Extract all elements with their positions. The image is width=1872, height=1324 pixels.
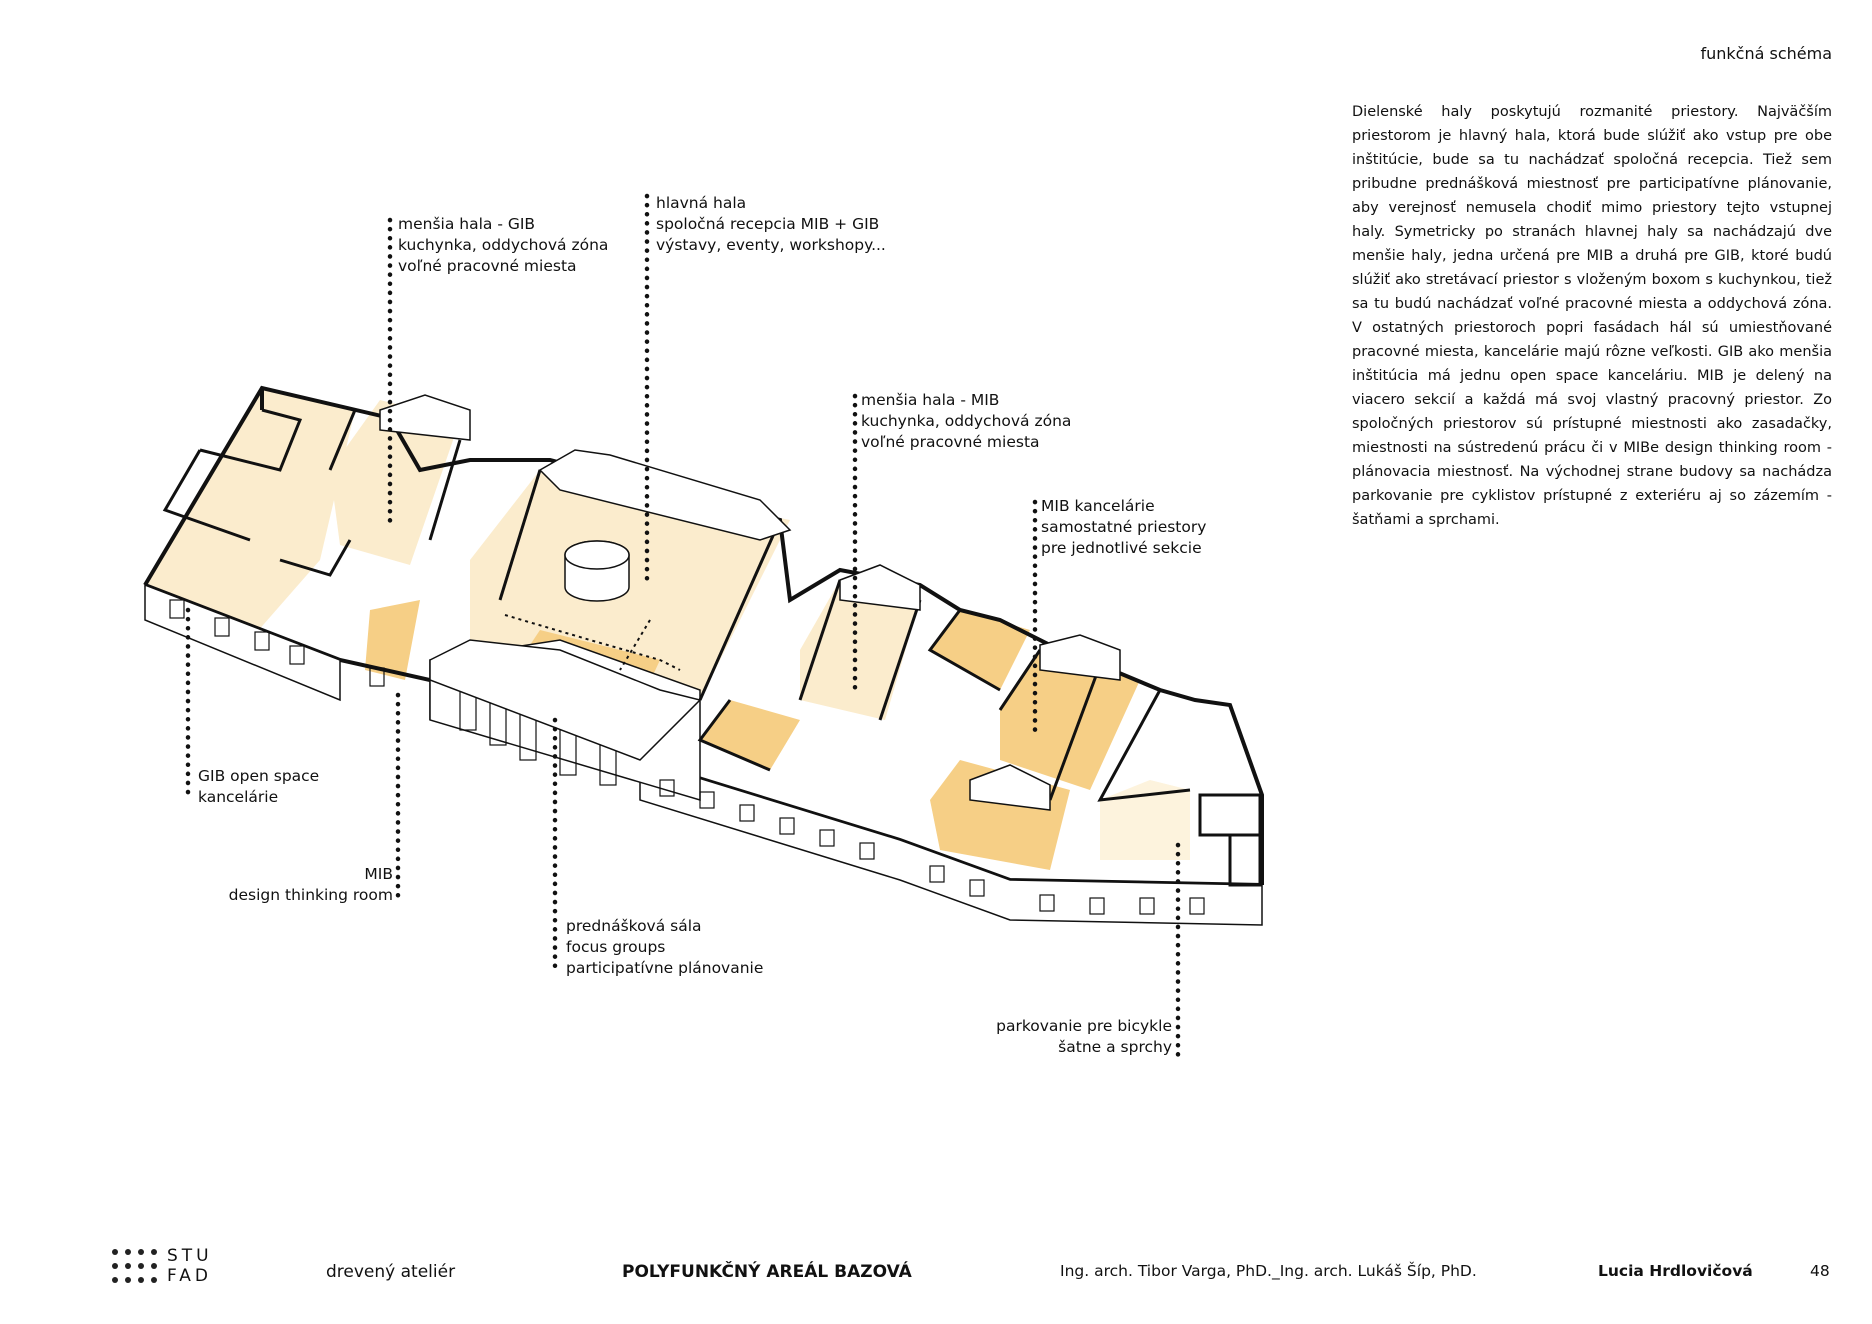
callout-mib-offices: MIB kancelárie samostatné priestory pre … <box>1041 496 1206 559</box>
description-text: Dielenské haly poskytujú rozmanité pries… <box>1352 100 1832 532</box>
hall-gables <box>379 394 1121 811</box>
floor-bike <box>1100 780 1190 860</box>
callout-mib-design-line-2: design thinking room <box>228 886 393 904</box>
callout-lecture-hall: prednášková sála focus groups participat… <box>566 916 763 979</box>
callout-main-hall-line-3: výstavy, eventy, workshopy... <box>656 236 886 254</box>
callout-gib-hall: menšia hala - GIB kuchynka, oddychová zó… <box>398 214 608 277</box>
callout-mib-offices-line-2: samostatné priestory <box>1041 518 1207 536</box>
callout-bike-parking-line-1: parkovanie pre bicykle <box>996 1017 1172 1035</box>
page-number: 48 <box>1810 1262 1830 1280</box>
callout-gib-hall-line-2: kuchynka, oddychová zóna <box>398 236 609 254</box>
logo-dots-icon <box>112 1249 157 1283</box>
callout-lecture-hall-line-2: focus groups <box>566 938 666 956</box>
callout-gib-hall-line-3: voľné pracovné miesta <box>398 257 577 275</box>
callout-mib-hall: menšia hala - MIB kuchynka, oddychová zó… <box>861 390 1071 453</box>
logo-line-2: FAD <box>167 1266 212 1286</box>
logo-text: STU FAD <box>167 1246 213 1286</box>
section-label: funkčná schéma <box>1700 44 1832 63</box>
floor-mib-offices-1 <box>700 700 800 770</box>
leader-lines <box>185 193 1181 1058</box>
callout-mib-design: MIB design thinking room <box>229 864 393 906</box>
callout-lecture-hall-line-1: prednášková sála <box>566 917 702 935</box>
floor-mib-hall <box>800 580 920 720</box>
description-paragraph: Dielenské haly poskytujú rozmanité pries… <box>1352 104 1832 528</box>
callout-mib-hall-line-2: kuchynka, oddychová zóna <box>861 412 1072 430</box>
callout-mib-offices-line-1: MIB kancelárie <box>1041 497 1155 515</box>
callout-bike-parking: parkovanie pre bicykle šatne a sprchy <box>996 1016 1172 1058</box>
callout-main-hall: hlavná hala spoločná recepcia MIB + GIB … <box>656 193 886 256</box>
footer-studio: drevený ateliér <box>326 1262 456 1282</box>
reception-box <box>564 540 630 602</box>
callout-main-hall-line-2: spoločná recepcia MIB + GIB <box>656 215 880 233</box>
callout-mib-offices-line-3: pre jednotlivé sekcie <box>1041 539 1202 557</box>
footer-author: Lucia Hrdlovičová <box>1598 1262 1753 1280</box>
callout-mib-design-line-1: MIB <box>364 865 393 883</box>
stu-fad-logo: STU FAD <box>112 1246 213 1286</box>
callout-gib-open-space: GIB open space kancelárie <box>198 766 319 808</box>
callout-bike-parking-line-2: šatne a sprchy <box>1058 1038 1172 1056</box>
facade-windows <box>169 599 1205 915</box>
callout-mib-hall-line-1: menšia hala - MIB <box>861 391 1000 409</box>
floor-design-room <box>365 600 420 680</box>
callout-main-hall-line-1: hlavná hala <box>656 194 747 212</box>
footer-project: POLYFUNKČNÝ AREÁL BAZOVÁ <box>622 1262 912 1282</box>
interior-walls <box>162 408 1262 887</box>
callout-gib-open-space-line-2: kancelárie <box>198 788 279 806</box>
logo-line-1: STU <box>167 1246 213 1266</box>
floor-mib-offices-2 <box>930 610 1030 690</box>
footer-tutors: Ing. arch. Tibor Varga, PhD._Ing. arch. … <box>1060 1262 1477 1280</box>
callout-lecture-hall-line-3: participatívne plánovanie <box>566 959 764 977</box>
callout-mib-hall-line-3: voľné pracovné miesta <box>861 433 1040 451</box>
floor-gib-hall <box>330 400 460 565</box>
callout-gib-hall-line-1: menšia hala - GIB <box>398 215 536 233</box>
circulation-arrows <box>504 614 681 671</box>
callout-gib-open-space-line-1: GIB open space <box>198 767 320 785</box>
floor-gib-offices <box>145 388 355 640</box>
